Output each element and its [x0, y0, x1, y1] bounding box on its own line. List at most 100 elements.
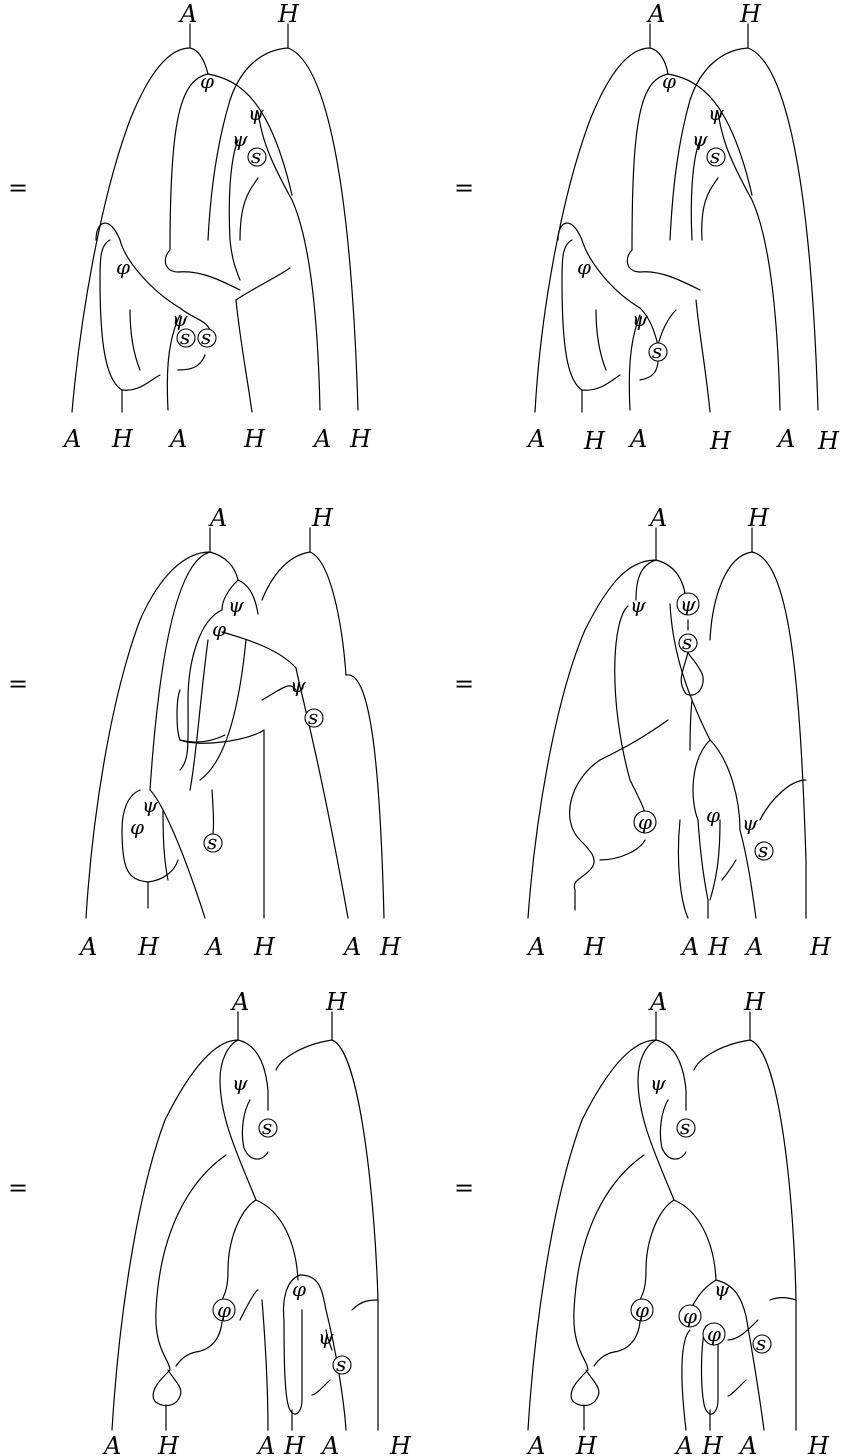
bottom-label-a: A	[738, 1432, 757, 1456]
psi-label: ψ	[232, 1071, 248, 1095]
s-label: s	[682, 630, 692, 654]
diagram-wires	[85, 527, 385, 919]
s-label: s	[652, 339, 662, 363]
psi-label: ψ	[708, 101, 724, 125]
bottom-label-a: A	[256, 1432, 275, 1456]
s-node	[203, 833, 223, 853]
phi-label: φ	[707, 1322, 721, 1346]
s-label: s	[262, 1115, 272, 1139]
psi-label: ψ	[172, 307, 188, 331]
phi-label: φ	[706, 803, 720, 827]
phi-label: φ	[577, 255, 591, 279]
s-node	[754, 841, 774, 861]
top-label-a: A	[648, 988, 667, 1016]
psi-label: ψ	[742, 811, 758, 835]
s-label: s	[201, 325, 211, 349]
s-label: s	[336, 1352, 346, 1376]
s-node	[706, 147, 726, 167]
bottom-label-h: H	[707, 933, 730, 961]
bottom-label-a: A	[62, 425, 81, 453]
top-label-a: A	[230, 988, 249, 1016]
s-node	[197, 328, 217, 348]
top-label-a: A	[178, 0, 197, 28]
psi-label: ψ	[714, 1277, 730, 1301]
bottom-label-h: H	[253, 933, 276, 961]
phi-label: φ	[212, 617, 226, 641]
s-label: s	[756, 1331, 766, 1355]
phi-node	[630, 1298, 654, 1322]
bottom-label-h: H	[111, 425, 134, 453]
bottom-label-h: H	[349, 425, 372, 453]
bottom-label-a: A	[680, 933, 699, 961]
top-label-h: H	[277, 0, 300, 28]
equals-sign-3: =	[8, 670, 28, 698]
phi-label: φ	[638, 810, 652, 834]
phi-node	[633, 810, 657, 834]
bottom-label-a: A	[526, 1432, 545, 1456]
equals-sign-6: =	[454, 1174, 474, 1202]
bottom-label-h: H	[583, 933, 606, 961]
bottom-label-a: A	[312, 425, 331, 453]
bottom-label-h: H	[379, 933, 402, 961]
phi-label: φ	[116, 255, 130, 279]
top-label-a: A	[646, 0, 665, 28]
s-node	[678, 633, 698, 653]
bottom-label-h: H	[807, 1432, 830, 1456]
phi-label: φ	[130, 815, 144, 839]
psi-label: ψ	[228, 593, 244, 617]
bottom-label-a: A	[204, 933, 223, 961]
bottom-label-a: A	[776, 425, 795, 453]
bottom-label-h: H	[817, 427, 840, 455]
diagram-wires	[111, 1011, 379, 1431]
psi-label: ψ	[318, 1325, 334, 1349]
bottom-label-h: H	[243, 425, 266, 453]
s-node	[676, 1118, 696, 1138]
s-label: s	[251, 144, 261, 168]
s-label: s	[758, 838, 768, 862]
psi-label: ψ	[632, 307, 648, 331]
diagram-panel-1: = A H φ ψ ψ	[8, 0, 372, 453]
diagram-wires	[527, 527, 807, 919]
equals-sign-2: =	[454, 174, 474, 202]
bottom-label-a: A	[526, 425, 545, 453]
diagram-panel-4: = A H ψ	[454, 504, 832, 961]
psi-label: ψ	[248, 101, 264, 125]
psi-label: ψ	[290, 673, 306, 697]
s-node	[752, 1334, 772, 1354]
diagram-wires	[71, 23, 359, 413]
equals-sign-4: =	[454, 670, 474, 698]
bottom-label-a: A	[320, 1432, 339, 1456]
psi-label: ψ	[680, 592, 696, 616]
s-label: s	[710, 144, 720, 168]
s-node	[247, 147, 267, 167]
top-label-a: A	[208, 504, 227, 532]
psi-node	[676, 592, 700, 616]
bottom-label-h: H	[137, 933, 160, 961]
phi-label: φ	[683, 1304, 697, 1328]
psi-label: ψ	[692, 127, 708, 151]
phi-label: φ	[292, 1277, 306, 1301]
bottom-label-a: A	[78, 933, 97, 961]
bottom-label-h: H	[809, 933, 832, 961]
s-label: s	[180, 325, 190, 349]
top-label-h: H	[739, 0, 762, 28]
psi-label: ψ	[142, 793, 158, 817]
phi-label: φ	[200, 69, 214, 93]
s-node	[258, 1118, 278, 1138]
phi-label: φ	[662, 69, 676, 93]
top-label-a: A	[648, 504, 667, 532]
bottom-label-h: H	[583, 427, 606, 455]
s-label: s	[207, 830, 217, 854]
diagram-wires	[527, 1011, 797, 1431]
bottom-label-h: H	[575, 1432, 598, 1456]
phi-node	[678, 1304, 702, 1328]
psi-label: ψ	[650, 1071, 666, 1095]
s-node	[176, 328, 196, 348]
bottom-label-a: A	[526, 933, 545, 961]
bottom-label-h: H	[157, 1432, 180, 1456]
diagram-panel-3: = A H ψ	[8, 504, 402, 961]
bottom-label-a: A	[628, 425, 647, 453]
phi-label: φ	[635, 1298, 649, 1322]
top-label-h: H	[743, 988, 766, 1016]
